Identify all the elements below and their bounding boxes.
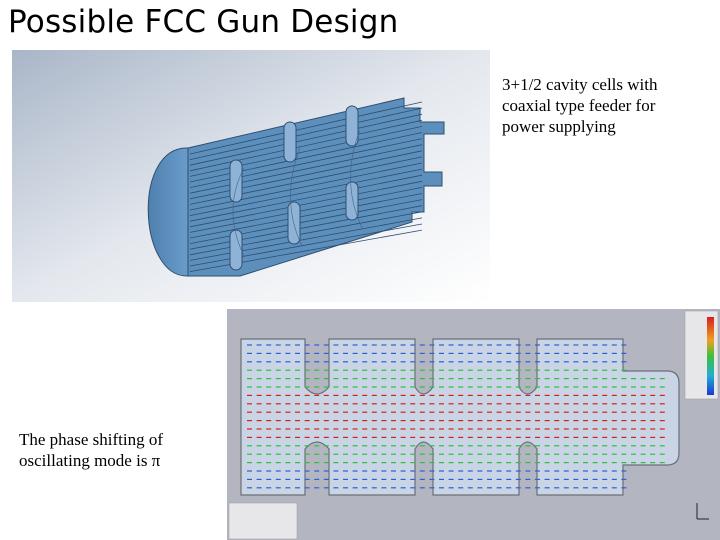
mesh-line — [189, 162, 423, 211]
mesh-line — [189, 132, 423, 183]
mesh-line — [189, 217, 423, 261]
mesh-line — [189, 168, 423, 216]
cavity-cross-section — [240, 338, 680, 496]
electric-field-plot-image — [227, 309, 720, 540]
mesh-line — [189, 199, 423, 244]
mesh-line — [189, 107, 423, 160]
mesh-line — [189, 126, 423, 177]
mesh-line — [189, 193, 423, 239]
mesh-line — [189, 180, 423, 228]
mesh-line — [189, 211, 423, 256]
mesh-line — [189, 144, 423, 194]
mesh-line — [189, 223, 423, 267]
mesh-line — [189, 113, 423, 166]
mesh-line — [189, 229, 423, 272]
caption-cavity-cells: 3+1/2 cavity cells with coaxial type fee… — [502, 75, 658, 136]
mesh-line — [189, 101, 423, 155]
mesh-line — [189, 174, 423, 222]
cavity-3d-model-image — [12, 50, 490, 302]
slide-title: Possible FCC Gun Design — [8, 4, 399, 40]
axes-indicator-icon — [696, 503, 709, 520]
mesh-line — [189, 187, 423, 233]
mesh-line — [189, 205, 423, 250]
mesh-line — [189, 138, 423, 188]
mesh-line — [189, 150, 423, 200]
mesh-line — [189, 119, 423, 172]
caption-phase-shift: The phase shifting of oscillating mode i… — [19, 430, 163, 470]
cavity-end-cap — [147, 147, 189, 277]
mesh-line — [189, 156, 423, 205]
simulation-info-box — [228, 502, 298, 540]
color-scale-legend — [684, 310, 719, 400]
